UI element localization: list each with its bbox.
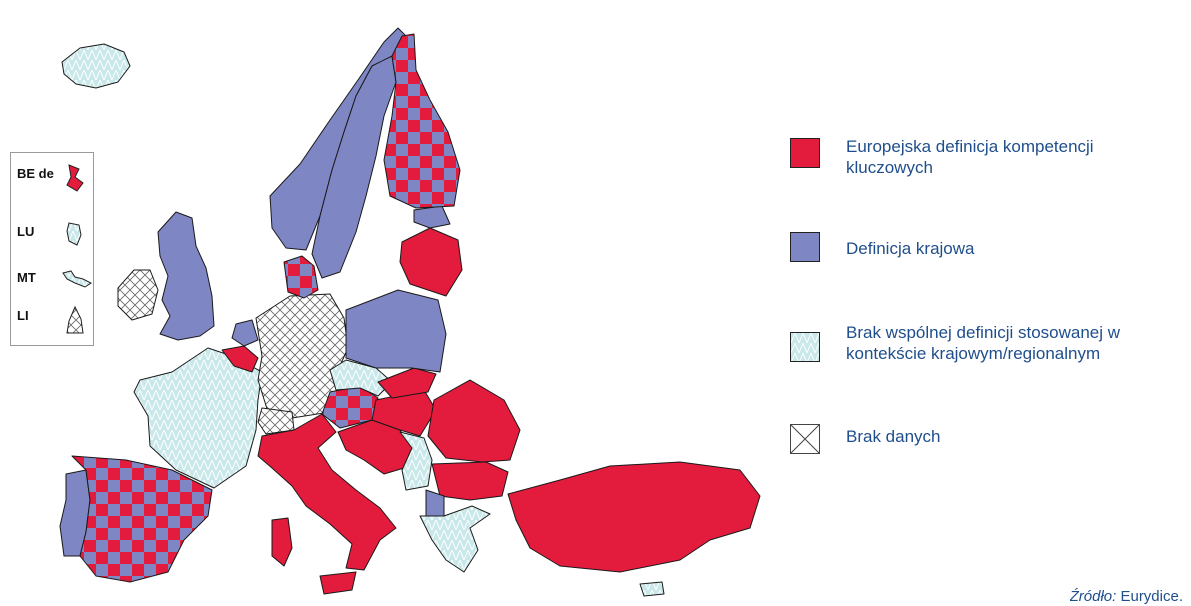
europe-map: [59, 27, 761, 597]
country-france: [133, 347, 263, 489]
inset-item-be-de: BE de: [17, 163, 93, 192]
inset-item-li: LI: [17, 305, 93, 334]
country-sardinia: [271, 517, 293, 567]
country-greece: [419, 505, 491, 573]
inset-code-label: BE de: [17, 166, 54, 181]
country-iceland: [61, 43, 131, 89]
country-turkey: [507, 461, 761, 573]
mt-shape: [62, 270, 92, 288]
country-sweden: [311, 55, 397, 279]
inset-code-label: LI: [17, 308, 29, 323]
country-slovakia: [377, 367, 437, 399]
legend-label: Brak wspólnej definicji stosowanej w kon…: [846, 323, 1121, 363]
source-note: Źródło: Eurydice.: [1070, 588, 1183, 606]
lu-shape: [66, 222, 82, 246]
country-sicily: [319, 571, 357, 595]
legend-label: Definicja krajowa: [846, 239, 975, 258]
country-belgium: [221, 345, 259, 373]
country-poland: [345, 289, 447, 373]
country-switzerland: [257, 407, 295, 435]
legend-swatch-national: [790, 232, 820, 262]
be-de-shape: [66, 164, 84, 192]
legend-swatch-none-common: [790, 332, 820, 362]
source-label: Źródło:: [1069, 588, 1117, 605]
country-finland: [383, 33, 461, 209]
country-ireland: [117, 269, 159, 321]
country-romania: [427, 379, 521, 463]
country-spain: [71, 455, 213, 583]
inset-code-label: LU: [17, 224, 35, 239]
li-shape: [66, 305, 84, 334]
country-bulgaria: [431, 461, 509, 501]
inset-box: BE de LU MT LI: [10, 152, 94, 346]
country-estonia: [413, 205, 451, 229]
legend-swatch-no-data: [790, 424, 820, 454]
legend-swatch-european: [790, 138, 820, 168]
map-svg: [59, 27, 761, 597]
legend-label: Europejska definicja kompetencji kluczow…: [846, 137, 1094, 177]
inset-item-mt: MT: [17, 267, 93, 291]
country-denmark: [283, 255, 319, 299]
source-value: Eurydice.: [1120, 588, 1183, 605]
country-italy: [257, 413, 397, 571]
country-lithuania: [399, 227, 463, 297]
country-cyprus: [639, 581, 665, 597]
inset-item-lu: LU: [17, 221, 93, 246]
country-netherlands: [231, 319, 259, 347]
country-uk: [157, 211, 215, 341]
legend-label: Brak danych: [846, 427, 941, 446]
country-serbia: [399, 431, 433, 491]
inset-code-label: MT: [17, 270, 36, 285]
